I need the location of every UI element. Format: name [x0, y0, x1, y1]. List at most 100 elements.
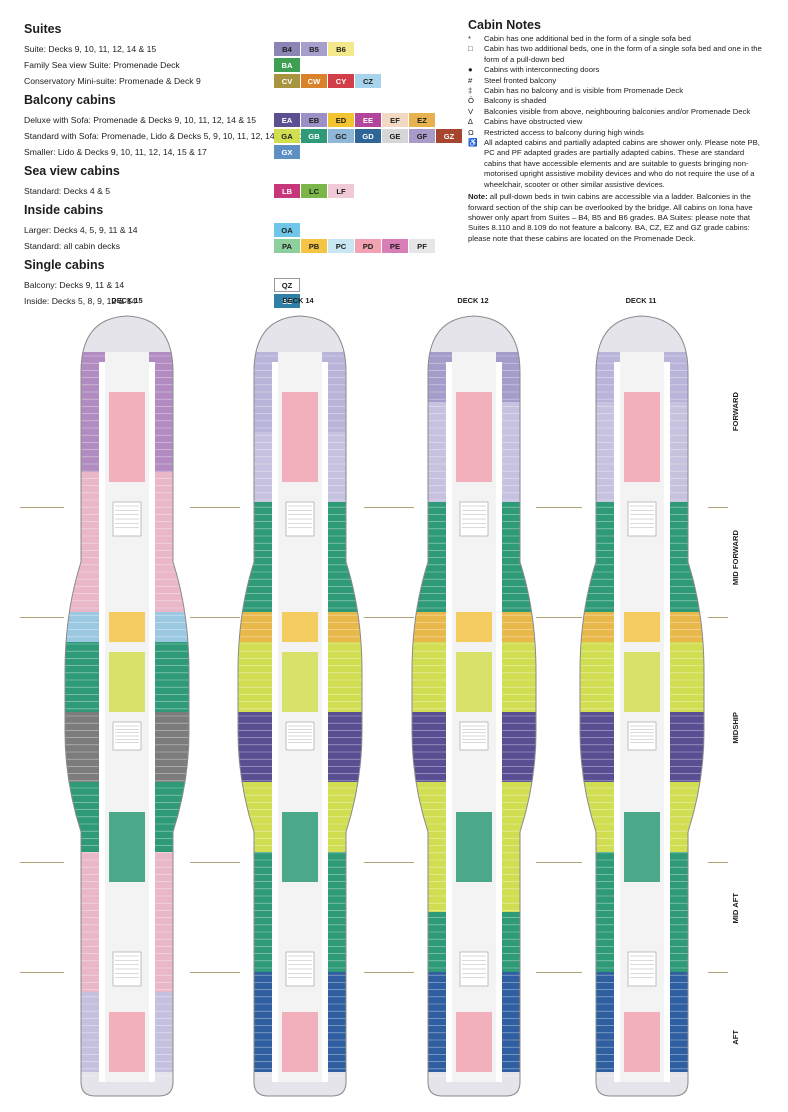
- inside-cabin-block: [624, 812, 660, 882]
- cabin-notes-title: Cabin Notes: [468, 18, 541, 32]
- section-guide-line: [708, 617, 728, 618]
- grade-chip: B6: [328, 42, 354, 56]
- grade-chip: PD: [355, 239, 381, 253]
- legend-row-label: Deluxe with Sofa: Promenade & Decks 9, 1…: [24, 115, 257, 125]
- grade-chip: GX: [274, 145, 300, 159]
- grade-chip: CW: [301, 74, 327, 88]
- grade-chip-group: SZ: [274, 294, 300, 308]
- note-symbol-icon: □: [468, 44, 473, 54]
- legend-row: Deluxe with Sofa: Promenade & Decks 9, 1…: [24, 112, 444, 128]
- inside-cabin-block: [624, 392, 660, 482]
- section-guide-line: [364, 862, 414, 863]
- section-guide-line: [364, 972, 414, 973]
- inside-cabin-block: [456, 652, 492, 712]
- legend-row-label: Conservatory Mini-suite: Promenade & Dec…: [24, 76, 201, 86]
- legend-section-title: Sea view cabins: [24, 164, 120, 178]
- grade-chip: PE: [382, 239, 408, 253]
- section-guide-line: [708, 862, 728, 863]
- grade-chip: EB: [301, 113, 327, 127]
- section-guide-line: [708, 507, 728, 508]
- grade-chip-group: BA: [274, 58, 300, 72]
- inside-cabin-block: [624, 1012, 660, 1072]
- grade-chip: EZ: [409, 113, 435, 127]
- legend-section-title: Single cabins: [24, 258, 105, 272]
- note-item: ● Cabins with interconnecting doors: [468, 65, 768, 75]
- corridor: [446, 362, 452, 1082]
- deck-15-plan[interactable]: [63, 312, 191, 1098]
- legend-section-title: Inside cabins: [24, 203, 104, 217]
- grade-chip-group: QZ: [274, 278, 300, 292]
- deck-hull-outline: [579, 315, 705, 1097]
- legend-row-label: Standard: all cabin decks: [24, 241, 121, 251]
- note-symbol-icon: *: [468, 34, 471, 43]
- legend-row-label: Balcony: Decks 9, 11 & 14: [24, 280, 125, 290]
- d11-svg: [579, 315, 705, 1097]
- section-label-mid-aft: MID AFT: [731, 893, 740, 924]
- d14-svg: [237, 315, 363, 1097]
- note-footer-text: all pull-down beds in twin cabins are ac…: [468, 192, 753, 243]
- note-symbol-icon: Ô: [468, 96, 474, 106]
- grade-chip: GE: [382, 129, 408, 143]
- note-symbol-icon: ‡: [468, 86, 473, 96]
- grade-chip: GA: [274, 129, 300, 143]
- section-guide-line: [20, 507, 64, 508]
- deck-hull-outline: [64, 315, 190, 1097]
- section-label-forward: FORWARD: [731, 392, 740, 432]
- inside-cabin-block: [456, 392, 492, 482]
- d12-svg: [411, 315, 537, 1097]
- inside-cabin-block: [456, 612, 492, 642]
- note-item: Ô Balcony is shaded: [468, 96, 768, 106]
- cabin-notes: Cabin Notes * Cabin has one additional be…: [468, 18, 768, 244]
- section-guide-line: [364, 617, 414, 618]
- note-text: Cabins with interconnecting doors: [484, 65, 600, 75]
- grade-chip: LF: [328, 184, 354, 198]
- section-guide-line: [190, 972, 240, 973]
- section-guide-line: [190, 617, 240, 618]
- corridor: [322, 362, 328, 1082]
- grade-chip-group: GX: [274, 145, 300, 159]
- grade-chip: CZ: [355, 74, 381, 88]
- corridor: [272, 362, 278, 1082]
- cabin-notes-list: * Cabin has one additional bed in the for…: [468, 34, 768, 190]
- grade-chip: ED: [328, 113, 354, 127]
- deck-11-title: DECK 11: [625, 296, 657, 305]
- note-text: All adapted cabins and partially adapted…: [484, 138, 760, 189]
- grade-chip: CV: [274, 74, 300, 88]
- grade-chip: EA: [274, 113, 300, 127]
- inside-cabin-block: [624, 652, 660, 712]
- legend-row-label: Standard with Sofa: Promenade, Lido & De…: [24, 131, 310, 141]
- deck-14-plan[interactable]: [236, 312, 364, 1098]
- legend-section-title: Balcony cabins: [24, 93, 116, 107]
- note-symbol-icon: Ω: [468, 127, 474, 137]
- deck-hull-outline: [237, 315, 363, 1097]
- note-text: Balcony is shaded: [484, 96, 547, 106]
- section-guide-line: [536, 972, 582, 973]
- grade-chip: GF: [409, 129, 435, 143]
- note-text: Cabin has no balcony and is visible from…: [484, 86, 684, 96]
- note-text: Cabin has one additional bed in the form…: [484, 34, 691, 43]
- deck-15-title: DECK 15: [111, 296, 143, 305]
- legend-row-label: Larger: Decks 4, 5, 9, 11 & 14: [24, 225, 138, 235]
- grade-chip: GB: [301, 129, 327, 143]
- legend-row: Inside: Decks 5, 8, 9, 12 & 14 SZ: [24, 293, 444, 309]
- deck-11-plan[interactable]: [578, 312, 706, 1098]
- grade-chip: B4: [274, 42, 300, 56]
- grade-chip: SZ: [274, 294, 300, 308]
- deck-12-plan[interactable]: [410, 312, 538, 1098]
- legend-row-label: Inside: Decks 5, 8, 9, 12 & 14: [24, 296, 137, 306]
- grade-chip: OA: [274, 223, 300, 237]
- legend-row: Conservatory Mini-suite: Promenade & Dec…: [24, 73, 444, 89]
- note-text: Balconies visible from above, neighbouri…: [484, 106, 751, 116]
- section-guide-line: [190, 862, 240, 863]
- note-symbol-icon: ●: [468, 65, 473, 75]
- deck-12-title: DECK 12: [457, 296, 489, 305]
- note-item: ♿All adapted cabins and partially adapte…: [468, 138, 768, 190]
- cabin-notes-footer: Note: all pull-down beds in twin cabins …: [468, 192, 768, 244]
- legend-row: Standard with Sofa: Promenade, Lido & De…: [24, 128, 462, 144]
